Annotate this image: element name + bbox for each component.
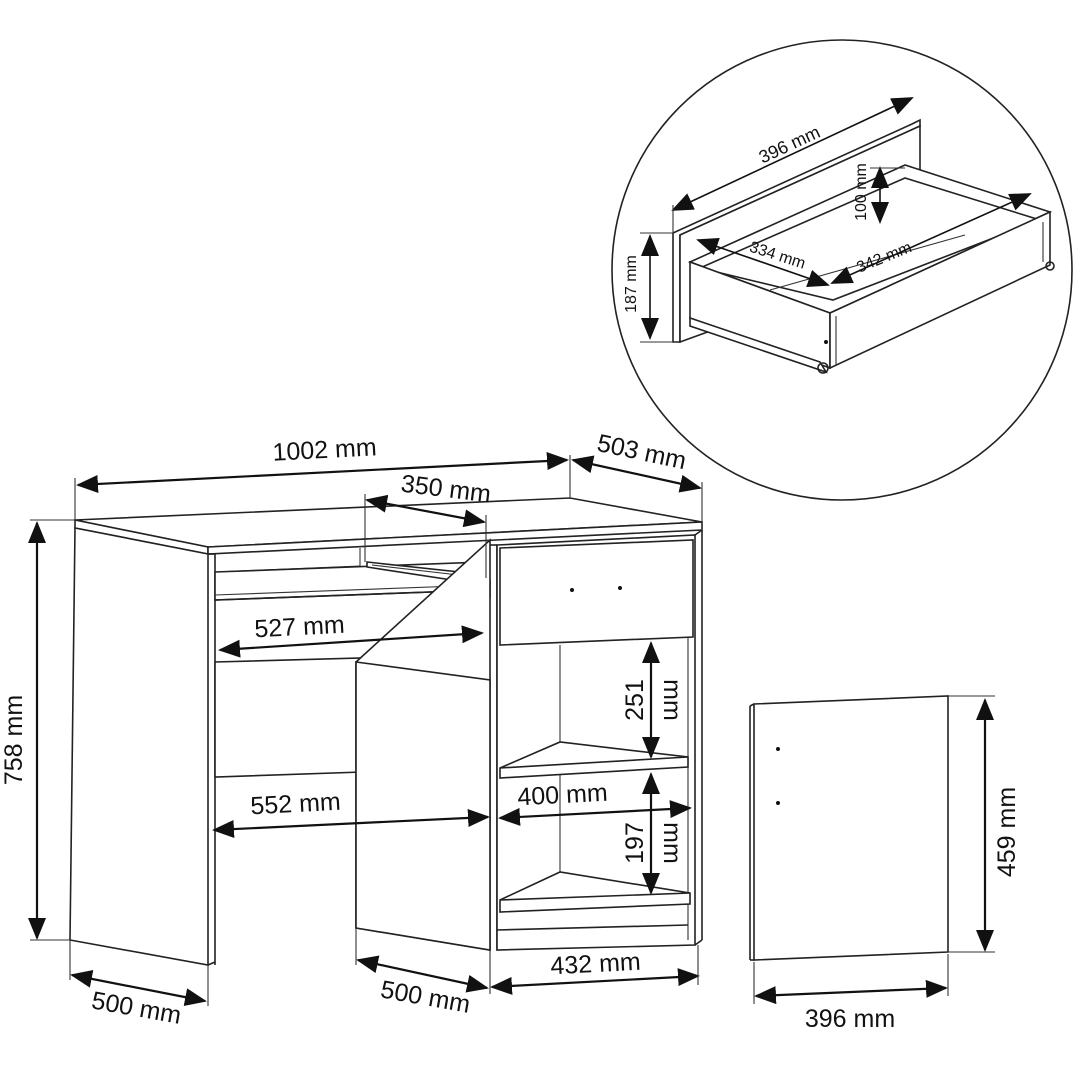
tray-width-label: 527 mm (254, 611, 346, 644)
cabinet-top-drawer (499, 539, 694, 646)
door-hinge-hole (776, 747, 780, 751)
upper-shelf-gap-unit: mm (658, 679, 686, 721)
desk-drawing (69, 497, 703, 966)
left-drawer-front (214, 657, 363, 778)
drawer-knob-hole (570, 588, 574, 592)
cabinet-shelf-upper (499, 741, 689, 779)
cabinet-door-drawing: 459 mm 396 mm (749, 695, 1021, 1033)
desk-height-label: 758 mm (0, 695, 28, 785)
lower-shelf-gap-unit: mm (658, 822, 686, 864)
kneespace-width-label: 552 mm (250, 788, 342, 821)
desk-left-side-panel (69, 527, 209, 966)
detail-circle (611, 39, 1073, 501)
drawer-hole (824, 340, 828, 344)
door-height-label: 459 mm (993, 787, 1021, 877)
desk-middle-panel-face (355, 661, 491, 951)
cabinet-shelf-lower (499, 871, 691, 913)
cabinet-door-panel (753, 695, 949, 961)
cabinet-width-label: 432 mm (550, 948, 642, 981)
lower-shelf-gap-value: 197 (621, 822, 649, 864)
slide-length-label: 350 mm (399, 470, 492, 509)
drawer-side-height-label: 100 mm (853, 163, 870, 221)
shelf-width-label: 400 mm (517, 779, 609, 812)
upper-shelf-gap-value: 251 (621, 679, 649, 721)
door-hinge-hole (776, 801, 780, 805)
drawer-detail-callout: 396 mm 100 mm 187 mm 334 mm 342 mm (611, 39, 1073, 501)
door-width-label: 396 mm (805, 1005, 895, 1033)
drawer-front-height-label: 187 mm (623, 255, 640, 313)
drawer-front-width-label: 396 mm (756, 122, 823, 168)
desk-width-label: 1002 mm (272, 433, 378, 466)
drawer-knob-hole (618, 586, 622, 590)
